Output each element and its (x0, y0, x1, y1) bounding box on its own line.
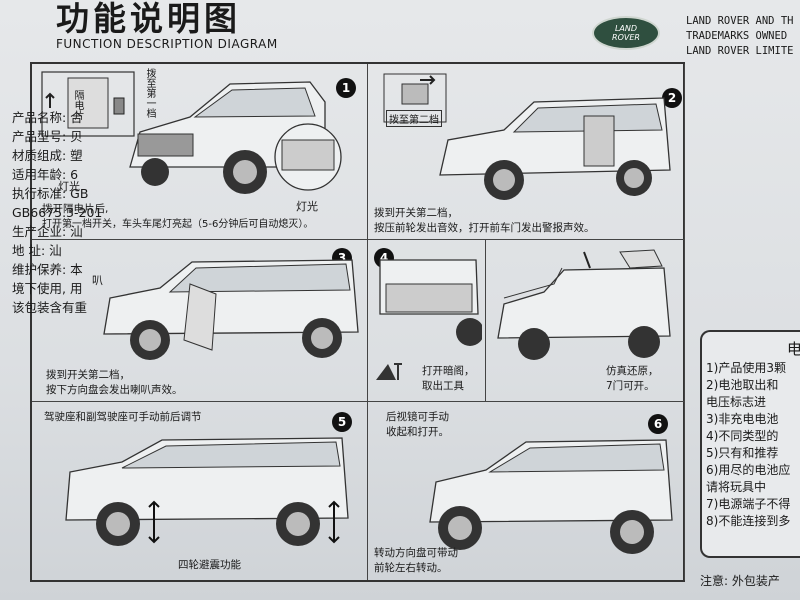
trunk-compartment-illustration (379, 259, 482, 346)
logo-text-rover: ROVER (612, 33, 640, 42)
light-label: 灯光 (296, 200, 318, 213)
battery-rule: 8)不能连接到多 (706, 514, 791, 528)
battery-rule: 请将玩具中 (706, 480, 767, 494)
trademark-line: TRADEMARKS OWNED (686, 30, 788, 42)
step-caption: 打开暗阁， (422, 365, 475, 377)
car-side-door-open (103, 259, 359, 360)
logo-text-land: LAND (614, 24, 638, 33)
battery-rule: 1)产品使用3颗 (706, 361, 786, 375)
spec-row: 产品名称: 合 (12, 110, 83, 125)
step-5-panel: 5 驾驶座和副驾驶座可手动前后调节 四轮避震功能 (32, 402, 368, 580)
step-6-panel: 6 后视镜可手动 收起和打开。 转动方向盘可带动 前轮左右转动。 (368, 402, 685, 580)
separator-label: 隔电片 (72, 90, 83, 120)
step-2-panel: 2 拨至第二档 拨到开关第二档， 按压前轮发出音效，打开前车门发出警报声效。 (368, 64, 685, 240)
car-all-doors-open (497, 249, 671, 360)
spec-row: 生产企业: 汕 (12, 224, 83, 239)
step-caption: 7门可开。 (606, 380, 655, 392)
step-number: 2 (662, 88, 682, 108)
step-4-panel: 4 打开暗阁， 取出工具 (368, 240, 486, 402)
step-caption: 取出工具 (422, 380, 464, 392)
battery-rule: 5)只有和推荐 (706, 446, 779, 460)
battery-rule: 电压标志进 (706, 395, 767, 409)
spec-row: 境下使用, 用 (12, 281, 83, 296)
step-caption: 按压前轮发出音效，打开前车门发出警报声效。 (374, 222, 595, 234)
car-front-illustration (129, 81, 326, 194)
trademark-line: LAND ROVER LIMITE (686, 45, 794, 57)
battery-rule: 6)用尽的电池应 (706, 463, 791, 477)
switch-tag: 拨至第二档 (386, 110, 442, 127)
spec-row: 维护保养: 本 (12, 262, 83, 277)
spec-row: 适用年龄: 6 (12, 167, 79, 182)
land-rover-logo: LAND ROVER (592, 16, 660, 50)
battery-notice-box (700, 330, 800, 558)
spec-row: 该包装含有重 (12, 300, 88, 315)
car-rear-detail (274, 123, 342, 191)
trademark-notice: LAND ROVER AND TH TRADEMARKS OWNED LAND … (686, 14, 793, 59)
switch-position-label: 拨至第一档 (144, 68, 155, 118)
spec-row: 产品型号: 贝 (12, 129, 83, 144)
step-caption: 拨开隔电片后, (42, 203, 109, 215)
step-caption: 后视镜可手动 (386, 411, 449, 423)
function-diagram-grid: 1 隔电片 拨至第一档 灯光 灯光 拨开隔电片后, (30, 62, 685, 582)
step-caption: 四轮避震功能 (178, 559, 241, 571)
doors-open-panel: 仿真还原， 7门可开。 (486, 240, 685, 402)
battery-rule: 7)电源端子不得 (706, 497, 791, 511)
step-1-panel: 1 隔电片 拨至第一档 灯光 灯光 拨开隔电片后, (32, 64, 368, 240)
step-3-panel: 3 叭 拨到开关第二档， 按下方向盘会发出喇叭声效。 (32, 240, 368, 402)
tools-icon (376, 363, 402, 380)
car-side-illustration (439, 97, 671, 200)
battery-notice-title: 电 (787, 340, 800, 358)
battery-switch-diagram (41, 71, 135, 137)
page-subtitle: FUNCTION DESCRIPTION DIAGRAM (56, 37, 278, 51)
step-number: 6 (648, 414, 668, 434)
switch-diagram (383, 73, 447, 123)
footer-note: 注意: 外包装产 (700, 574, 780, 588)
battery-rule: 3)非充电电池 (706, 412, 779, 426)
step-caption: 转动方向盘可带动 (374, 547, 458, 559)
step-number: 5 (332, 412, 352, 432)
step-caption: 按下方向盘会发出喇叭声效。 (46, 384, 183, 396)
spec-row: GB6675.3-201 (12, 205, 103, 220)
battery-rule: 2)电池取出和 (706, 378, 779, 392)
step-caption: 打开第一档开关，车头车尾灯亮起（5-6分钟后可自动熄灭）。 (42, 219, 314, 230)
step-caption: 收起和打开。 (386, 426, 449, 438)
spec-row: 地 址: 汕 (12, 243, 62, 258)
step-caption: 前轮左右转动。 (374, 562, 448, 574)
horn-label: 叭 (92, 274, 103, 287)
step-caption: 仿真还原， (606, 365, 659, 377)
page-title: 功能说明图 (56, 0, 241, 38)
trademark-line: LAND ROVER AND TH (686, 15, 794, 27)
car-steering-illustration (429, 439, 673, 554)
step-caption: 拨到开关第二档， (374, 207, 458, 219)
light-label: 灯光 (58, 180, 80, 193)
step-caption: 驾驶座和副驾驶座可手动前后调节 (44, 411, 202, 423)
step-number: 1 (336, 78, 356, 98)
spec-row: 执行标准: GB (12, 186, 89, 201)
battery-rule: 4)不同类型的 (706, 429, 779, 443)
spec-row: 材质组成: 塑 (12, 148, 83, 163)
car-suspension-illustration (65, 437, 349, 546)
step-caption: 拨到开关第二档， (46, 369, 130, 381)
